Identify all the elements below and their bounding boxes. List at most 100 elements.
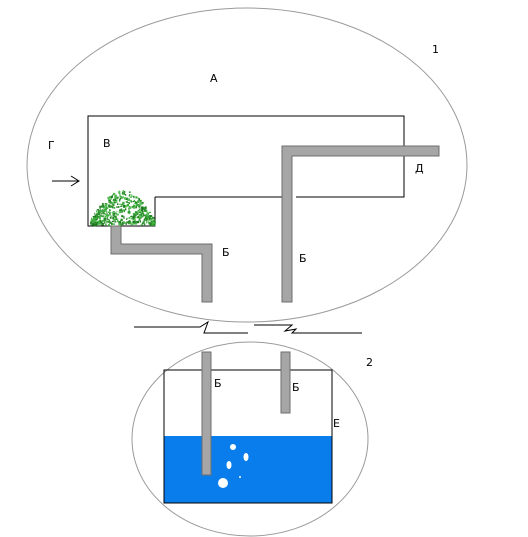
plant-speck bbox=[112, 203, 115, 206]
plant-speck bbox=[114, 216, 117, 218]
plant-speck bbox=[99, 210, 102, 213]
plant-speck bbox=[99, 209, 101, 211]
plant-speck bbox=[140, 213, 143, 216]
plant-speck bbox=[133, 195, 135, 199]
plant-speck bbox=[104, 213, 107, 216]
plant-speck bbox=[94, 221, 96, 224]
plant-speck bbox=[120, 205, 123, 207]
plant-speck bbox=[132, 217, 136, 220]
plant-speck bbox=[110, 196, 113, 198]
plant-speck bbox=[133, 213, 136, 216]
plant-speck bbox=[118, 191, 121, 193]
plant-speck bbox=[125, 208, 127, 211]
bubble bbox=[243, 453, 249, 461]
label-V: В bbox=[103, 137, 111, 150]
plant-speck bbox=[130, 218, 134, 220]
plant-speck bbox=[135, 196, 138, 198]
plant-speck bbox=[102, 211, 105, 213]
plant-speck bbox=[143, 222, 145, 224]
plant-speck bbox=[105, 216, 107, 218]
plant-speck bbox=[151, 218, 154, 220]
plant-speck bbox=[120, 211, 122, 213]
plant-speck bbox=[128, 191, 131, 193]
plant-speck bbox=[134, 214, 136, 217]
plant-speck bbox=[108, 199, 111, 202]
plant-speck bbox=[103, 205, 106, 208]
plant-speck bbox=[128, 202, 130, 204]
plant-speck bbox=[103, 208, 106, 212]
plant-speck bbox=[94, 217, 97, 219]
plant-speck bbox=[97, 211, 101, 215]
plant-speck bbox=[118, 223, 120, 226]
label-D: Д bbox=[415, 162, 424, 175]
lower-ellipse-outline bbox=[131, 341, 369, 537]
plant-speck bbox=[129, 207, 132, 209]
plant-speck bbox=[134, 203, 137, 205]
plant-speck bbox=[115, 198, 119, 200]
plant-speck bbox=[145, 217, 148, 219]
plant-speck bbox=[104, 217, 107, 219]
plant-speck bbox=[132, 216, 134, 219]
plant-speck bbox=[129, 221, 132, 225]
plant-speck bbox=[119, 203, 122, 205]
plant-speck bbox=[137, 216, 140, 218]
plant-speck bbox=[139, 220, 141, 223]
plant-speck bbox=[99, 212, 102, 214]
plant-speck bbox=[115, 206, 119, 208]
plant-speck bbox=[143, 220, 145, 223]
plant-chamber-outline bbox=[87, 115, 405, 197]
plant-speck bbox=[102, 212, 106, 215]
plant-speck bbox=[138, 211, 141, 213]
plant-speck bbox=[131, 206, 134, 209]
plant-speck bbox=[124, 192, 125, 195]
plant-speck bbox=[107, 211, 110, 213]
plant-speck bbox=[122, 222, 125, 225]
plant-speck bbox=[98, 223, 101, 225]
plant-speck bbox=[91, 217, 93, 221]
plant-speck bbox=[112, 211, 114, 214]
plant-speck bbox=[112, 198, 116, 201]
plant-speck bbox=[144, 217, 148, 220]
plant-speck bbox=[139, 217, 142, 220]
plant-speck bbox=[145, 214, 148, 216]
plant-speck bbox=[107, 220, 111, 223]
plant-speck bbox=[116, 213, 119, 216]
plant-speck bbox=[115, 218, 118, 220]
plant-speck bbox=[127, 221, 130, 224]
plant-speck bbox=[94, 214, 96, 217]
plant-speck bbox=[139, 201, 141, 204]
plant-speck bbox=[103, 219, 106, 222]
plant-speck bbox=[138, 198, 141, 201]
plant-speck bbox=[126, 217, 128, 220]
plant-speck bbox=[140, 223, 143, 226]
plant-speck bbox=[135, 223, 137, 225]
bubble bbox=[218, 478, 228, 488]
label-G: Г bbox=[48, 139, 55, 152]
plant-speck bbox=[108, 204, 111, 207]
plant-speck bbox=[145, 209, 148, 212]
plant-speck bbox=[113, 218, 116, 221]
plant-speck bbox=[108, 201, 111, 203]
plant-speck bbox=[111, 201, 114, 204]
plant-speck bbox=[136, 212, 140, 214]
plant-speck bbox=[100, 205, 103, 208]
plant-speck bbox=[141, 207, 145, 210]
plant-speck bbox=[148, 216, 151, 218]
plant-speck bbox=[146, 215, 148, 218]
plant-speck bbox=[93, 221, 96, 224]
plant-speck bbox=[140, 206, 142, 209]
plant-speck bbox=[100, 224, 103, 226]
plant-speck bbox=[118, 199, 121, 202]
plant-speck bbox=[133, 207, 135, 209]
plant-speck bbox=[92, 216, 96, 218]
plant-speck bbox=[95, 216, 98, 219]
label-B-lower-short: Б bbox=[292, 381, 300, 394]
plant-speck bbox=[123, 197, 126, 200]
plant-speck bbox=[112, 195, 114, 197]
plant-speck bbox=[139, 213, 141, 216]
tube-left-bent bbox=[110, 225, 213, 303]
plant-speck bbox=[111, 223, 113, 225]
plant-speck bbox=[118, 191, 120, 194]
label-diagram-1: 1 bbox=[432, 43, 439, 56]
plant-speck bbox=[104, 221, 106, 224]
